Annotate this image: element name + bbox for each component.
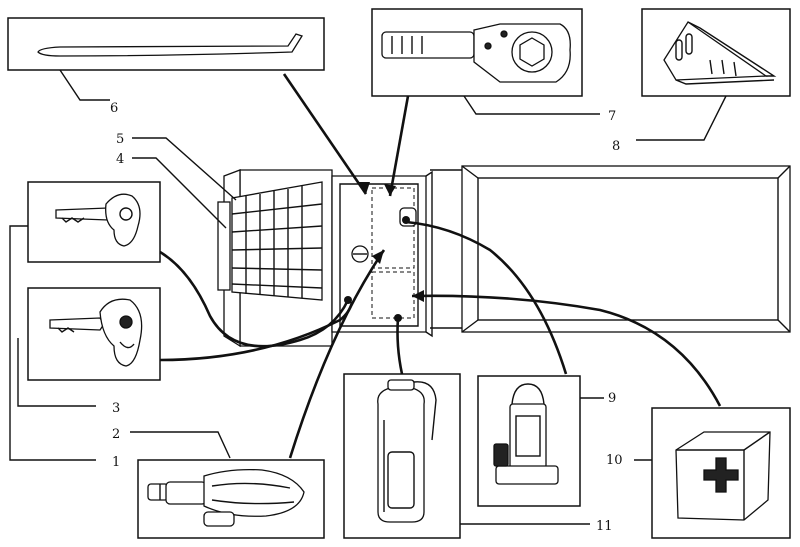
wheel-chock-icon: [663, 21, 777, 85]
truck-top-view: [217, 165, 791, 348]
first-aid-kit-icon: [675, 431, 771, 521]
callout-4: 4: [116, 152, 124, 167]
callout-numbers: 6 5 4 7 8 3 2 1 9 10 11: [110, 101, 623, 534]
ignition-key-icon: [55, 193, 141, 247]
callout-1: 1: [112, 455, 120, 470]
cargo-bed: [461, 165, 791, 333]
wheel-wrench-icon: [381, 23, 571, 83]
wheel-wrench-box: [371, 8, 583, 97]
callout-leaders: [9, 69, 727, 525]
hydraulic-jack-icon: [493, 383, 559, 485]
callout-3: 3: [112, 401, 120, 416]
tire-lever-box: [7, 17, 325, 71]
callout-8: 8: [612, 139, 620, 154]
connector-lines: [159, 73, 722, 459]
fire-extinguisher-icon: [377, 379, 437, 523]
door-key-icon: [49, 298, 143, 367]
tire-lever-icon: [37, 33, 303, 57]
hydraulic-jack-box: [477, 375, 581, 507]
first-aid-kit-box: [651, 407, 791, 539]
callout-9: 9: [608, 391, 616, 406]
ignition-key-box: [27, 181, 161, 263]
callout-11: 11: [596, 519, 613, 534]
callout-2: 2: [112, 427, 120, 442]
callout-6: 6: [110, 101, 118, 116]
door-key-box: [27, 287, 161, 381]
wheel-chock-box: [641, 8, 791, 97]
callout-10: 10: [606, 453, 623, 468]
callout-7: 7: [608, 109, 616, 124]
tire-pump-icon: [147, 468, 305, 527]
radiator-grille: [231, 186, 323, 298]
fire-extinguisher-box: [343, 373, 461, 539]
front-bumper: [217, 201, 231, 291]
tire-pump-box: [137, 459, 325, 539]
callout-5: 5: [116, 132, 124, 147]
truck-cab: [217, 169, 433, 348]
